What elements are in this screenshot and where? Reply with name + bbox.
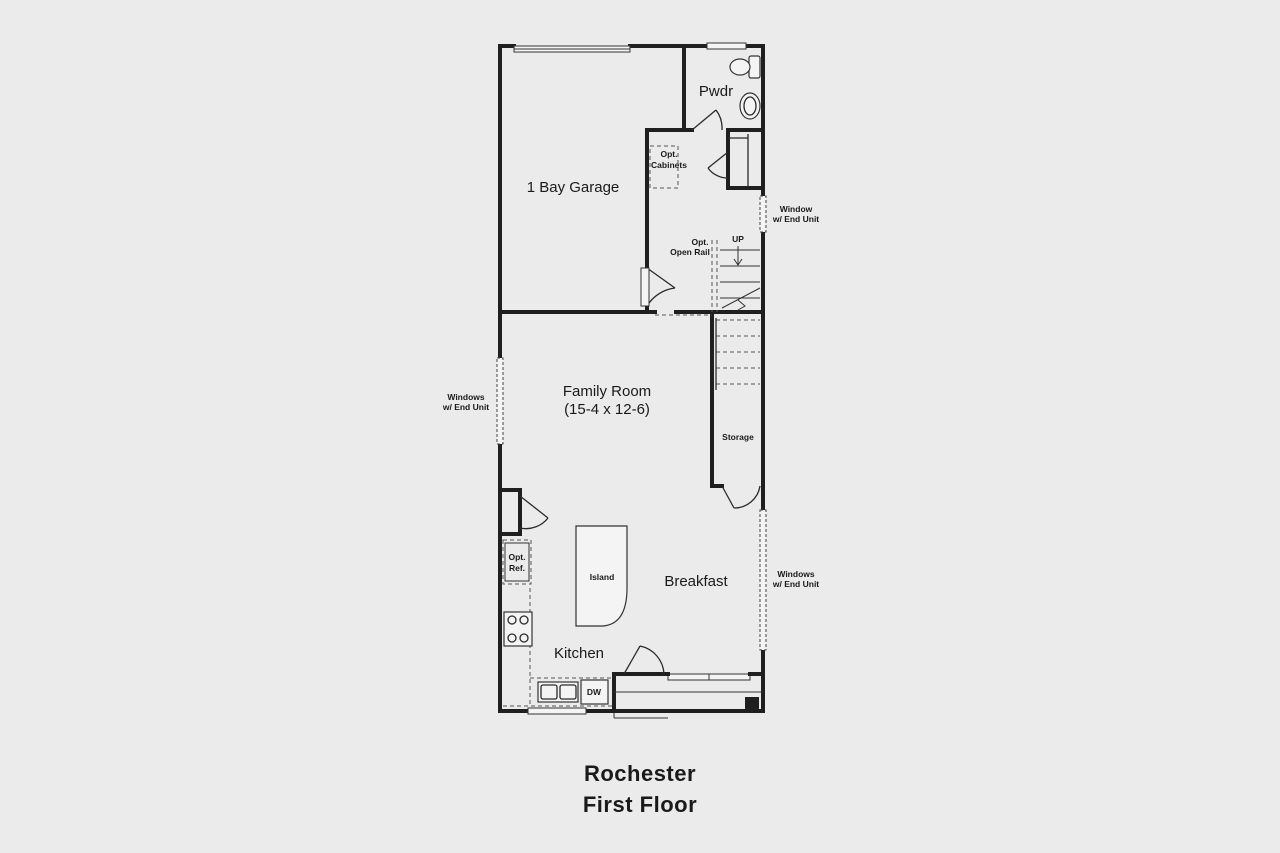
rear-door xyxy=(612,645,765,719)
dishwasher-icon xyxy=(580,679,609,705)
storage-stairs xyxy=(710,318,761,509)
opt-ref-outline xyxy=(502,539,532,585)
room-dims-family-room: (15-4 x 12-6) xyxy=(564,401,650,418)
label-island: Island xyxy=(590,572,615,582)
windows xyxy=(496,42,767,715)
powder-fixtures xyxy=(691,55,761,131)
cooktop-icon xyxy=(503,611,533,647)
powder-door-icon xyxy=(691,109,717,131)
room-label-breakfast: Breakfast xyxy=(664,573,728,590)
closet xyxy=(707,134,749,186)
note-windows-left-line1: Windows xyxy=(447,392,484,402)
note-stairs-up: UP xyxy=(732,234,744,244)
room-label-kitchen: Kitchen xyxy=(554,645,604,662)
exterior-walls xyxy=(498,44,765,713)
note-opt-cabinets-line1: Opt. xyxy=(661,149,678,159)
note-windows-right-line1: Windows xyxy=(777,569,814,579)
note-open-rail-line2: Open Rail xyxy=(670,247,710,257)
caption-floor-name: First Floor xyxy=(582,792,698,817)
garage-entry-door xyxy=(640,267,676,307)
label-dishwasher: DW xyxy=(587,687,602,697)
note-opt-ref-line1: Opt. xyxy=(509,552,526,562)
caption-model-name: Rochester xyxy=(583,761,697,786)
note-opt-cabinets-line2: Cabinets xyxy=(651,160,687,170)
kitchen-counters xyxy=(503,588,612,707)
note-open-rail-line1: Opt. xyxy=(692,237,709,247)
stairs-up xyxy=(711,240,761,312)
room-label-powder: Pwdr xyxy=(699,83,733,100)
note-windows-left-line2: w/ End Unit xyxy=(442,402,489,412)
room-label-garage: 1 Bay Garage xyxy=(527,179,620,196)
island-outline xyxy=(575,525,628,627)
note-opt-ref-line2: Ref. xyxy=(509,563,525,573)
kitchen-sink-icon xyxy=(537,681,579,703)
closet-door-icon xyxy=(707,151,729,169)
opt-cabinets-outline xyxy=(649,145,679,189)
note-window-top-line1: Window xyxy=(780,204,813,214)
toilet-tank-icon xyxy=(748,55,761,79)
toilet-bowl-icon xyxy=(729,58,751,76)
room-label-storage: Storage xyxy=(722,432,754,442)
note-window-top-line2: w/ End Unit xyxy=(772,214,819,224)
note-windows-right-line2: w/ End Unit xyxy=(772,579,819,589)
sink-icon xyxy=(739,92,761,120)
room-label-family-room: Family Room xyxy=(563,383,651,400)
pantry-closet xyxy=(498,488,549,536)
